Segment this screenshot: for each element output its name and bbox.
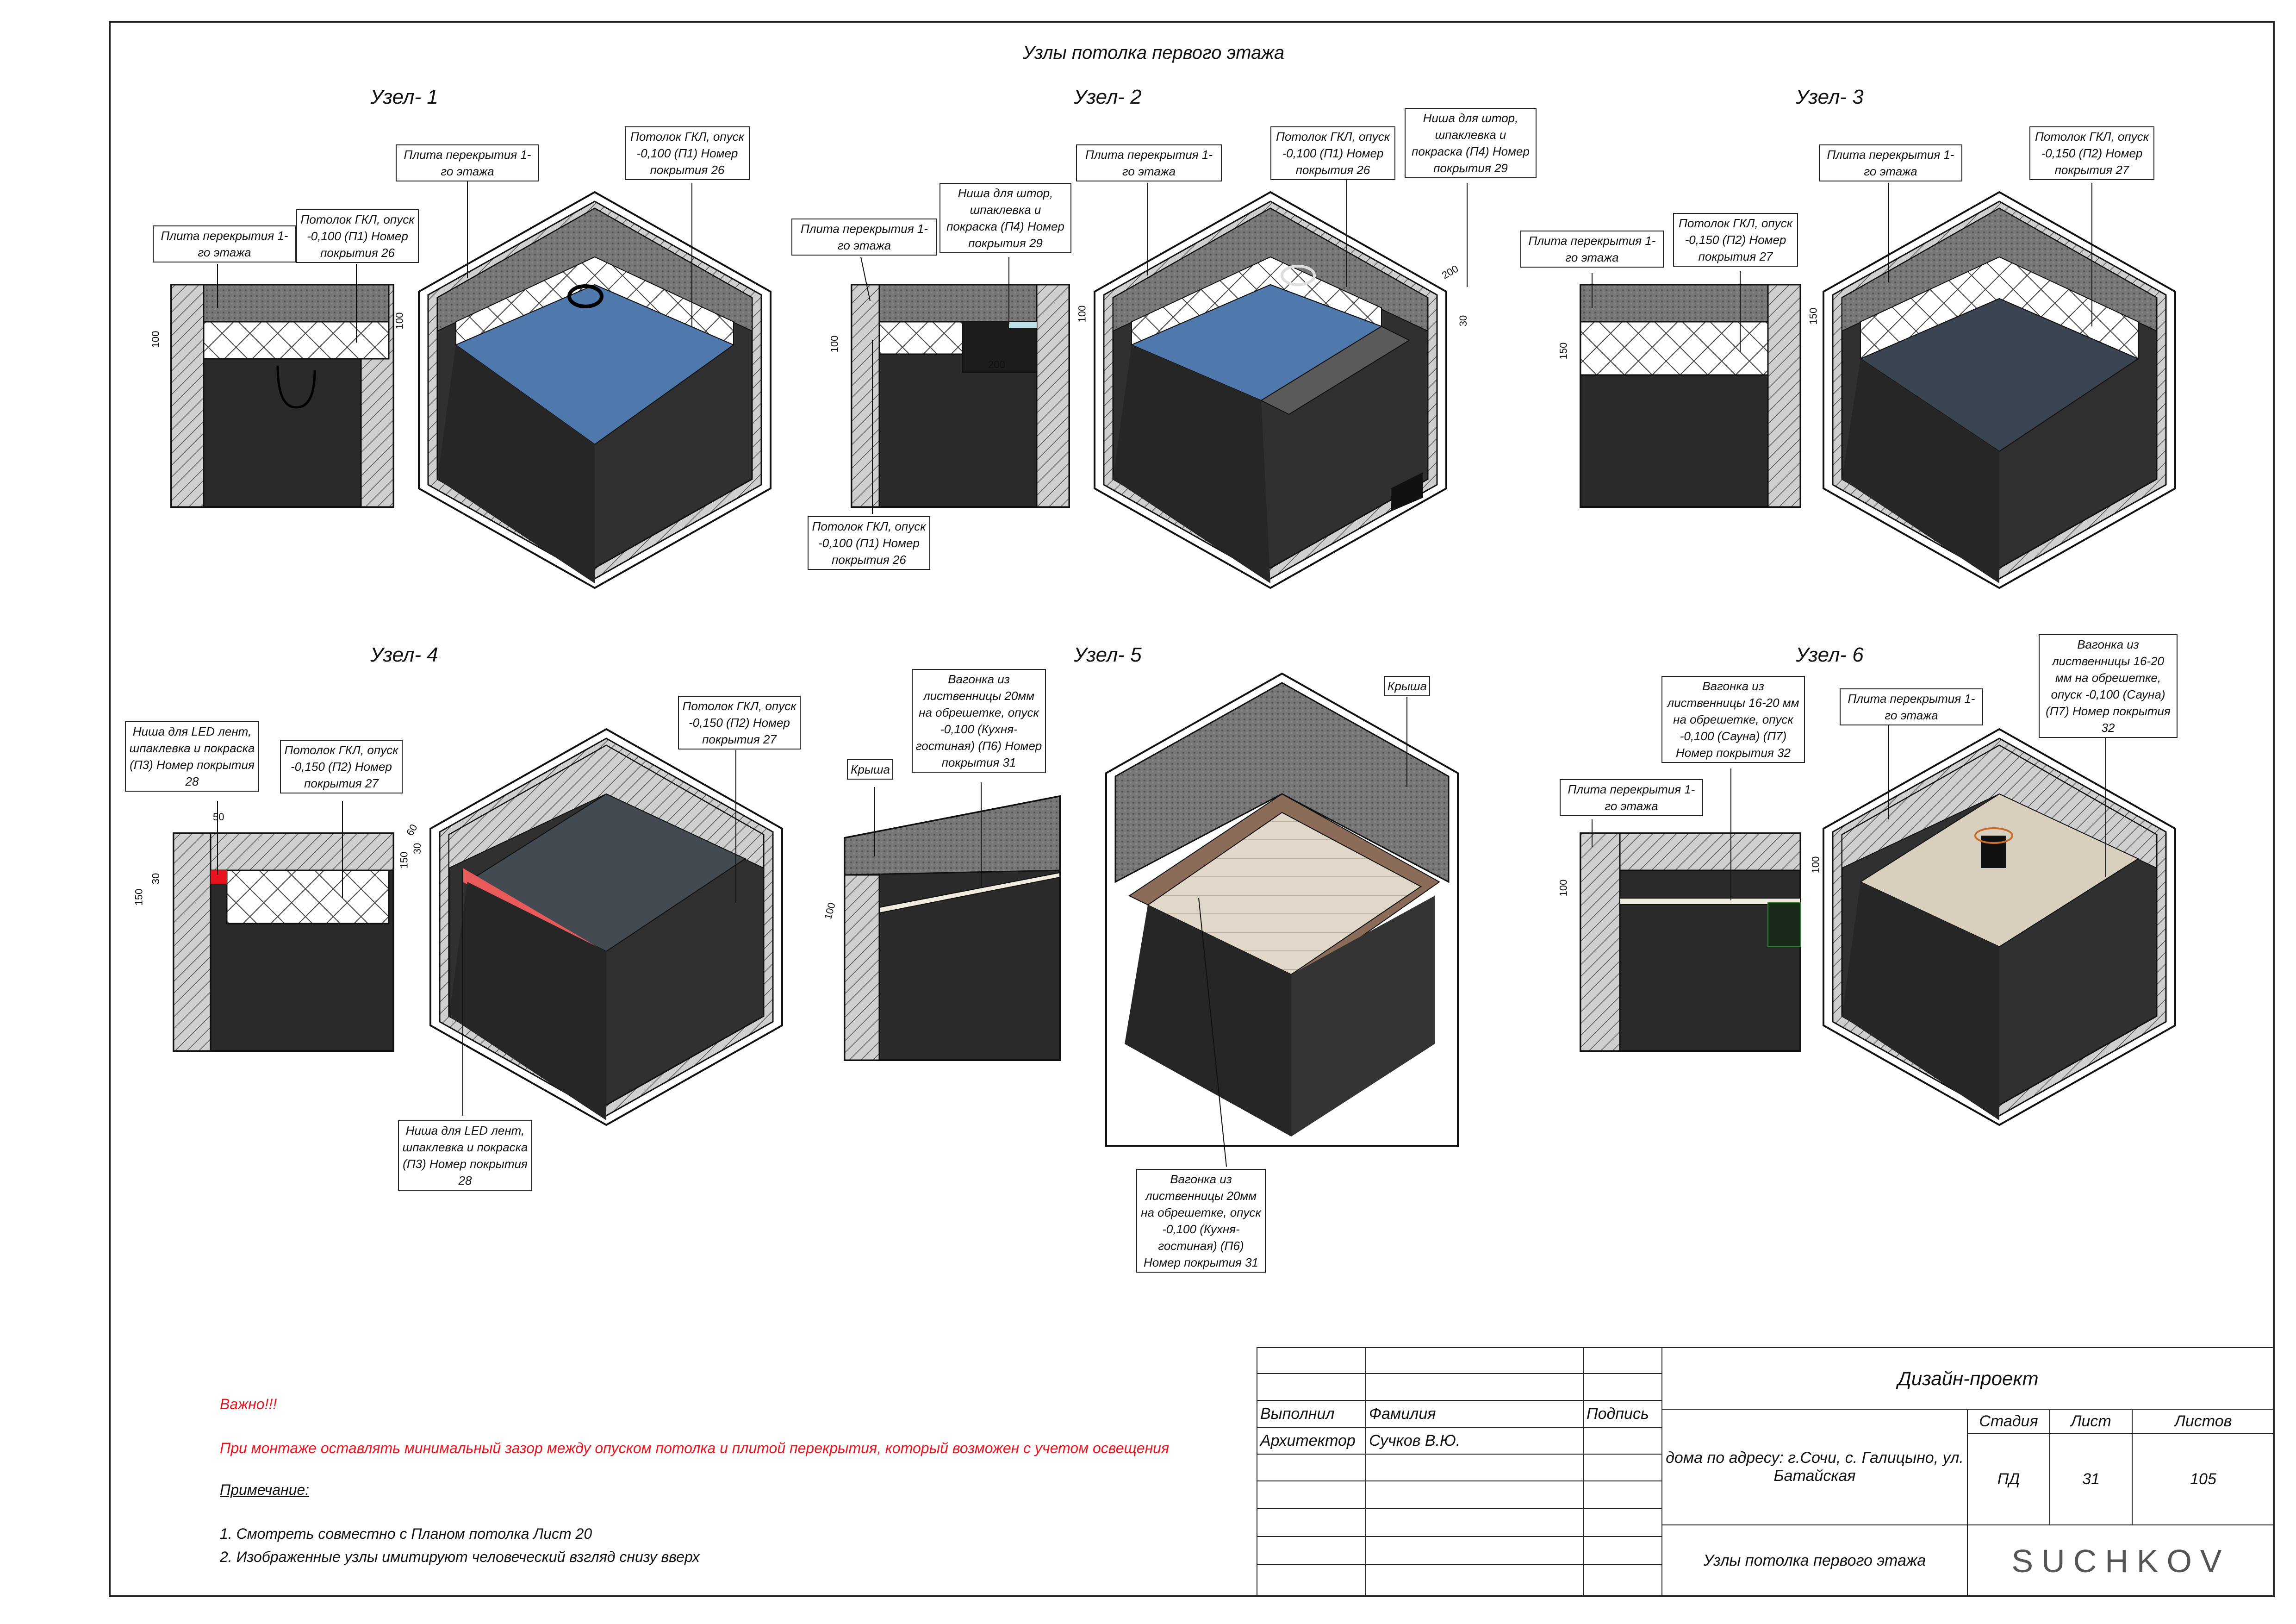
dim-n1-iso-100: 100	[393, 312, 405, 330]
node3-section	[1580, 284, 1801, 508]
callout-n6-slab-left: Плита перекрытия 1-го этажа	[1560, 779, 1703, 816]
callout-n2-slab-left: Плита перекрытия 1-го этажа	[791, 219, 937, 256]
dim-n4-iso-150: 150	[398, 851, 410, 869]
callout-n2-niche-left: Ниша для штор, шпаклевка и покраска (П4)…	[940, 183, 1071, 253]
sheets-value: 105	[2132, 1433, 2275, 1525]
sheet-label: Лист	[2049, 1409, 2133, 1434]
sheet-value: 31	[2049, 1433, 2133, 1525]
callout-n3-slab-left: Плита перекрытия 1-го этажа	[1520, 231, 1664, 268]
dim-n4-iso-30: 30	[411, 843, 423, 855]
dim-n3-iso-150: 150	[1807, 307, 1819, 325]
callout-n4-niche-left: Ниша для LED лент, шпаклевка и покраска …	[125, 721, 259, 792]
callout-n5-roof-right: Крыша	[1384, 676, 1430, 696]
callout-n5-wood-bottom: Вагонка из лиственницы 20мм на обрешетке…	[1136, 1169, 1266, 1273]
sheets-label: Листов	[2132, 1409, 2275, 1434]
dim-n4-30: 30	[150, 873, 162, 885]
dim-n6-100: 100	[1557, 879, 1569, 897]
callout-n6-wood-top: Вагонка из лиственницы 16-20 мм на обреш…	[2039, 634, 2178, 738]
col-sign: Подпись	[1583, 1400, 1662, 1428]
callout-n1-gkl-top: Потолок ГКЛ, опуск -0,100 (П1) Номер пок…	[625, 126, 750, 180]
dim-n3-150: 150	[1557, 342, 1569, 360]
dim-n1-100: 100	[149, 331, 162, 348]
node3-title: Узел- 3	[1796, 86, 1864, 108]
node4-title: Узел- 4	[370, 643, 438, 666]
title-block: Выполнил Фамилия Подпись Архитектор Сучк…	[1257, 1347, 2275, 1597]
callout-n2-gkl-bottom: Потолок ГКЛ, опуск -0,100 (П1) Номер пок…	[808, 516, 930, 570]
callout-n3-gkl-top: Потолок ГКЛ, опуск -0,150 (П2) Номер пок…	[2029, 126, 2154, 180]
drawing-name: Узлы потолка первого этажа	[1661, 1524, 1968, 1597]
remark-title: Примечание:	[220, 1481, 310, 1498]
dim-n4-50: 50	[213, 811, 224, 823]
node2-iso	[1094, 191, 1447, 589]
dim-n2-100: 100	[828, 335, 840, 353]
node6-iso	[1823, 728, 2176, 1126]
node5-title: Узел- 5	[1074, 643, 1142, 666]
col-surname: Фамилия	[1365, 1400, 1584, 1428]
gap-warning: При монтаже оставлять минимальный зазор …	[220, 1440, 1170, 1456]
callout-n4-gkl-left: Потолок ГКЛ, опуск -0,150 (П2) Номер пок…	[280, 740, 403, 793]
callout-n3-gkl-left: Потолок ГКЛ, опуск -0,150 (П2) Номер пок…	[1673, 213, 1798, 267]
node4-iso	[429, 728, 783, 1126]
node2-section	[851, 284, 1070, 508]
stage-value: ПД	[1967, 1433, 2050, 1525]
dim-n4-150: 150	[133, 888, 145, 906]
node3-iso	[1823, 191, 2176, 589]
dim-n2-200: 200	[988, 359, 1005, 370]
callout-n1-slab-top: Плита перекрытия 1-го этажа	[396, 144, 539, 181]
callout-n6-slab-top: Плита перекрытия 1-го этажа	[1840, 688, 1983, 725]
leader-lines	[217, 176, 2106, 1167]
sheet-title: Узлы потолка первого этажа	[1023, 43, 1285, 63]
callout-n1-slab-left: Плита перекрытия 1-го этажа	[153, 225, 296, 262]
node1-title: Узел- 1	[370, 86, 438, 108]
node5-iso	[1105, 672, 1459, 1147]
remark-1: 1. Смотреть совместно с Планом потолка Л…	[220, 1525, 592, 1542]
callout-n2-slab-top: Плита перекрытия 1-го этажа	[1076, 144, 1222, 181]
remark-2: 2. Изображенные узлы имитируют человечес…	[220, 1549, 700, 1565]
callout-n1-gkl-left: Потолок ГКЛ, опуск -0,100 (П1) Номер пок…	[296, 209, 419, 263]
node2-title: Узел- 2	[1074, 86, 1142, 108]
address: дома по адресу: г.Сочи, с. Галицыно, ул.…	[1661, 1409, 1968, 1525]
col-done: Выполнил	[1257, 1400, 1366, 1428]
important-label: Важно!!!	[220, 1396, 277, 1412]
suchkov-logo: SUCHKOV	[1967, 1524, 2275, 1597]
callout-n2-gkl-top: Потолок ГКЛ, опуск -0,100 (П1) Номер пок…	[1270, 126, 1395, 180]
callout-n2-niche-top: Ниша для штор, шпаклевка и покраска (П4)…	[1405, 108, 1537, 178]
dim-n2-iso-100: 100	[1076, 305, 1088, 323]
node6-title: Узел- 6	[1796, 643, 1864, 666]
callout-n6-wood-left: Вагонка из лиственницы 16-20 мм на обреш…	[1661, 676, 1805, 763]
name: Сучков В.Ю.	[1365, 1427, 1584, 1455]
callout-n5-roof-left: Крыша	[847, 759, 893, 780]
callout-n5-wood-top: Вагонка из лиственницы 20мм на обрешетке…	[912, 669, 1046, 773]
sheet-frame	[109, 21, 2275, 1597]
callout-n4-niche-bottom: Ниша для LED лент, шпаклевка и покраска …	[398, 1120, 532, 1191]
stage-label: Стадия	[1967, 1409, 2050, 1434]
node6-section	[1580, 832, 1801, 1052]
dim-n2-iso-30: 30	[1457, 315, 1469, 327]
project-type: Дизайн-проект	[1661, 1347, 2275, 1410]
node1-iso	[418, 191, 772, 589]
node5-section	[844, 795, 1061, 1061]
dim-n6-iso-100: 100	[1810, 856, 1822, 874]
node4-section	[173, 832, 394, 1052]
role: Архитектор	[1257, 1427, 1366, 1455]
callout-n3-slab-top: Плита перекрытия 1-го этажа	[1819, 144, 1962, 181]
callout-n4-gkl-top: Потолок ГКЛ, опуск -0,150 (П2) Номер пок…	[678, 696, 801, 750]
